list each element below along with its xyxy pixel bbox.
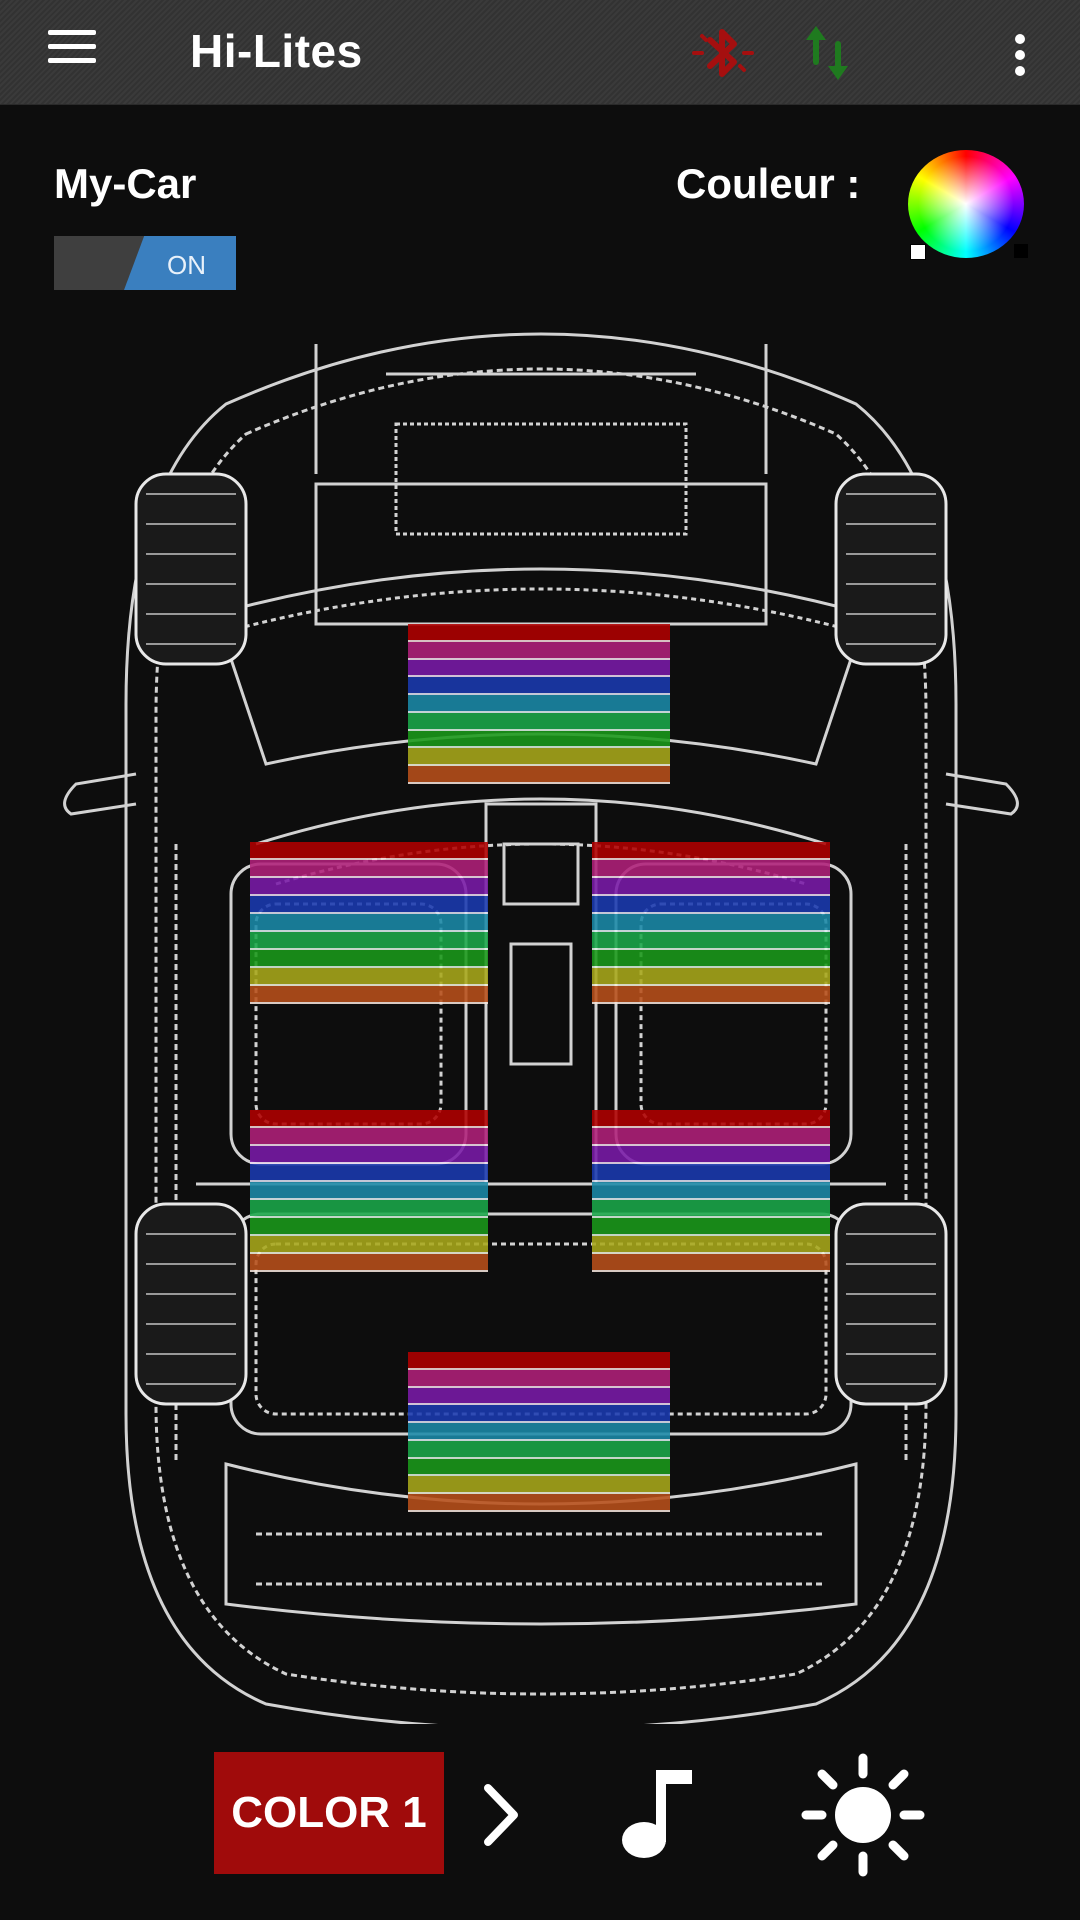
zone-rear-left-seat[interactable]: [250, 1110, 488, 1272]
zone-color-stripe: [250, 932, 488, 950]
color-wheel-picker[interactable]: [906, 148, 1030, 260]
zone-color-stripe: [592, 932, 830, 950]
bluetooth-icon[interactable]: [688, 22, 758, 84]
zone-color-stripe: [592, 1182, 830, 1200]
zone-color-stripe: [250, 1110, 488, 1128]
toggle-on-indicator: [124, 236, 236, 290]
zone-color-stripe: [592, 1254, 830, 1272]
zone-color-stripe: [250, 986, 488, 1004]
menu-icon[interactable]: [44, 30, 100, 74]
zone-color-stripe: [592, 1200, 830, 1218]
car-wireframe: [63, 332, 1019, 1724]
zone-dashboard[interactable]: [408, 624, 670, 785]
color-wheel-icon: [908, 150, 1024, 258]
zone-trunk[interactable]: [408, 1352, 670, 1513]
zone-color-stripe: [408, 1476, 670, 1495]
zone-color-stripe: [592, 968, 830, 986]
zone-color-stripe: [250, 878, 488, 896]
zone-color-stripe: [592, 914, 830, 932]
zone-front-left-seat[interactable]: [250, 842, 488, 1004]
zone-color-stripe: [592, 950, 830, 968]
zone-color-stripe: [250, 968, 488, 986]
app-title: Hi-Lites: [190, 25, 363, 77]
brightness-icon[interactable]: [800, 1752, 926, 1878]
more-vert-icon[interactable]: [1000, 26, 1040, 82]
zone-color-stripe: [592, 1110, 830, 1128]
main-panel: [0, 105, 1080, 1920]
music-note-icon[interactable]: [618, 1762, 694, 1862]
zone-color-stripe: [408, 641, 670, 660]
chevron-right-icon[interactable]: [478, 1780, 524, 1850]
zone-rear-right-seat[interactable]: [592, 1110, 830, 1272]
zone-color-stripe: [250, 1254, 488, 1272]
zone-color-stripe: [592, 1128, 830, 1146]
zone-color-stripe: [408, 1405, 670, 1424]
zone-color-stripe: [408, 1494, 670, 1513]
zone-color-stripe: [250, 1218, 488, 1236]
zone-color-stripe: [408, 712, 670, 731]
zone-color-stripe: [592, 1146, 830, 1164]
zone-color-stripe: [250, 842, 488, 860]
color-label: Couleur :: [676, 160, 861, 207]
zone-color-stripe: [592, 842, 830, 860]
zone-color-stripe: [592, 986, 830, 1004]
zone-color-stripe: [592, 896, 830, 914]
zone-color-stripe: [592, 1164, 830, 1182]
bottom-toolbar: COLOR 1: [0, 1740, 1080, 1890]
zone-color-stripe: [250, 860, 488, 878]
zone-color-stripe: [408, 677, 670, 696]
zone-color-stripe: [408, 695, 670, 713]
zone-color-stripe: [250, 950, 488, 968]
zone-front-right-seat[interactable]: [592, 842, 830, 1004]
toggle-state-label: ON: [167, 250, 206, 280]
zone-color-stripe: [408, 748, 670, 767]
app-bar: Hi-Lites: [0, 0, 1080, 105]
zone-color-stripe: [408, 1352, 670, 1370]
color-wheel-handle[interactable]: [910, 244, 926, 260]
zone-color-stripe: [592, 1236, 830, 1254]
zone-color-stripe: [250, 896, 488, 914]
zone-color-stripe: [408, 1458, 670, 1477]
zone-color-stripe: [592, 860, 830, 878]
color-wheel-corner: [1014, 244, 1028, 258]
zone-color-stripe: [250, 1164, 488, 1182]
zone-color-stripe: [250, 1182, 488, 1200]
zone-color-stripe: [408, 659, 670, 678]
zone-color-stripe: [250, 1236, 488, 1254]
zone-color-stripe: [592, 1218, 830, 1236]
zone-color-stripe: [250, 914, 488, 932]
power-toggle[interactable]: ON: [54, 236, 236, 290]
zone-color-stripe: [592, 878, 830, 896]
zone-color-stripe: [408, 766, 670, 785]
zone-color-stripe: [408, 1440, 670, 1459]
color-1-button[interactable]: COLOR 1: [214, 1752, 444, 1874]
zone-color-stripe: [250, 1128, 488, 1146]
zone-color-stripe: [408, 624, 670, 642]
zone-color-stripe: [408, 1369, 670, 1388]
zone-color-stripe: [408, 730, 670, 749]
zone-color-stripe: [408, 1387, 670, 1406]
sync-arrows-icon[interactable]: [798, 22, 858, 84]
zone-color-stripe: [408, 1423, 670, 1441]
zone-color-stripe: [250, 1200, 488, 1218]
car-name: My-Car: [54, 160, 197, 207]
zone-color-stripe: [250, 1146, 488, 1164]
